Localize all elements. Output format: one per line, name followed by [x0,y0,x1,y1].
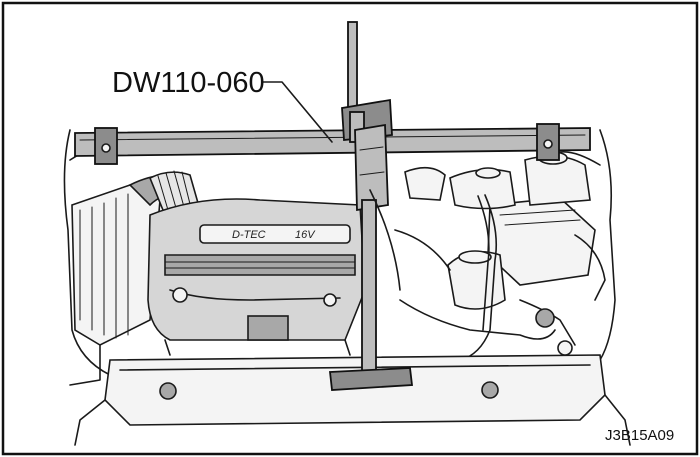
engine-cover [147,198,366,356]
engine-support-tool [328,21,414,391]
tool-callout-label: DW110-060 [112,67,265,99]
brake-fluid-reservoir [449,167,516,210]
power-steering-reservoir [447,250,506,310]
right-hoses [394,194,576,361]
callout-leader-line [261,81,333,143]
engine-badge: 16V [295,229,316,241]
engine-logo: D-TEC [232,229,266,241]
washer-cap [404,166,446,201]
figure-id-label: J3B15A09 [605,427,674,444]
front-panel [74,354,631,446]
